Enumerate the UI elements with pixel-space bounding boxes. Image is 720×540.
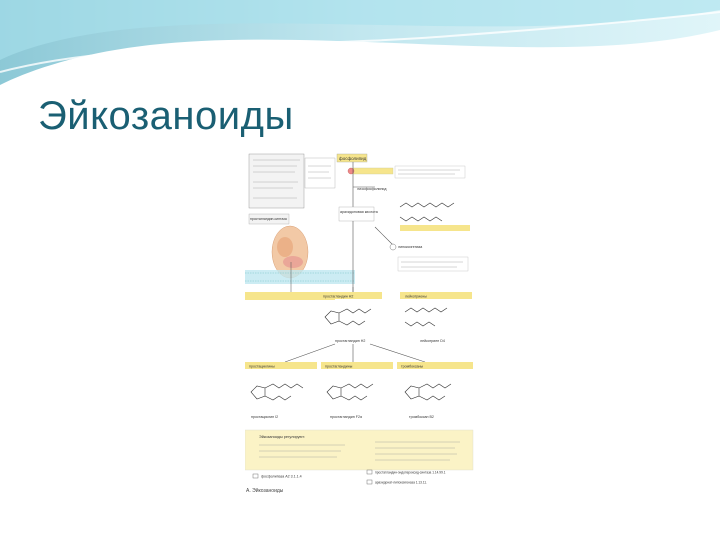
arachidonic-acid-label: арахидоновая кислота	[340, 210, 378, 214]
header-wave-decoration	[0, 0, 720, 85]
lysophospholipid-label: лизофосфолипид	[357, 187, 387, 191]
effects-title: Эйкозаноиды регулируют:	[259, 435, 305, 439]
pgi2-label: простациклин I2	[251, 415, 278, 419]
legend-phospholipase: фосфолипаза A2 3.1.1.4	[261, 475, 302, 479]
ltd4-label: лейкотриен D4	[420, 339, 445, 343]
pgh2-header: простагландин H2	[323, 295, 353, 299]
lipoxygenase-label: липоксигеназа	[398, 245, 422, 249]
legend-lipoxygenase: арахидонат-липоксигеназа 1.13.11.	[375, 481, 427, 485]
leukotrienes-header: лейкотриены	[405, 295, 427, 299]
prostaglandins-header: простагландины	[325, 365, 353, 369]
eicosanoid-pathway-figure: фосфолипид лизофосфолипид арахидоновая к…	[244, 152, 477, 498]
pgh2-label: простагландин H2	[335, 339, 365, 343]
txb2-label: тромбоксан B2	[409, 415, 434, 419]
prostacyclins-header: простациклины	[249, 365, 275, 369]
legend-cyclooxygenase: простагландин-эндопероксид-синтаза 1.14.…	[375, 471, 446, 475]
pgf2a-label: простагландин F2α	[330, 415, 362, 419]
phospholipid-label: фосфолипид	[339, 156, 367, 161]
slide-title: Эйкозаноиды	[38, 94, 294, 138]
pathway-diagram: фосфолипид лизофосфолипид арахидоновая к…	[244, 153, 474, 485]
thromboxanes-header: тромбоксаны	[401, 365, 424, 369]
figure-caption: A. Эйкозаноиды	[246, 488, 284, 494]
prostaglandin-synthase-label: простагландин-синтаза	[250, 217, 287, 221]
